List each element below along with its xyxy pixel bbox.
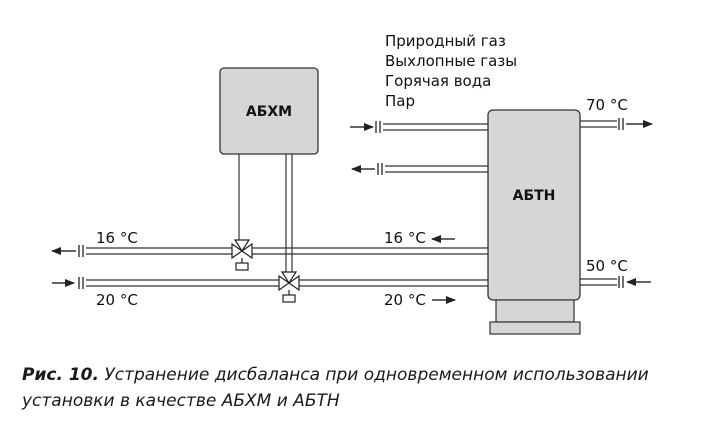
heat-source-steam: Пар — [385, 92, 415, 110]
return-pipe-20c — [52, 277, 488, 304]
absorption-heat-pump-box — [487, 109, 581, 301]
heat-source-outlet-pipe — [351, 163, 488, 175]
three-way-valve-return-icon — [278, 271, 300, 303]
supply-pipe-16c — [51, 235, 488, 257]
temp-return-right: 20 °C — [384, 291, 426, 309]
temp-supply-left: 16 °C — [96, 229, 138, 247]
heat-source-exhaust-gas: Выхлопные газы — [385, 52, 517, 70]
temp-hot-in: 50 °C — [586, 257, 628, 275]
heat-source-natural-gas: Природный газ — [385, 32, 506, 50]
figure-caption-text: Устранение дисбаланса при одновременном … — [22, 365, 649, 411]
chiller-connection-pipes — [238, 154, 293, 273]
temp-return-left: 20 °C — [96, 291, 138, 309]
heat-pump-base — [489, 321, 581, 335]
temp-hot-out: 70 °C — [586, 96, 628, 114]
hot-water-outlet-pipe — [580, 118, 653, 130]
temp-supply-right: 16 °C — [384, 229, 426, 247]
heat-source-inlet-pipe — [350, 121, 488, 133]
figure-caption-label: Рис. 10. — [22, 365, 99, 385]
absorption-chiller-box — [219, 67, 319, 155]
three-way-valve-supply-icon — [231, 239, 253, 271]
figure-caption: Рис. 10. Устранение дисбаланса при однов… — [22, 362, 702, 414]
hot-water-inlet-pipe — [580, 276, 651, 288]
absorption-chiller-label: АБХМ — [246, 104, 292, 120]
heat-source-hot-water: Горячая вода — [385, 72, 491, 90]
heat-pump-pedestal — [495, 299, 575, 323]
absorption-heat-pump-label: АБТН — [513, 188, 556, 204]
